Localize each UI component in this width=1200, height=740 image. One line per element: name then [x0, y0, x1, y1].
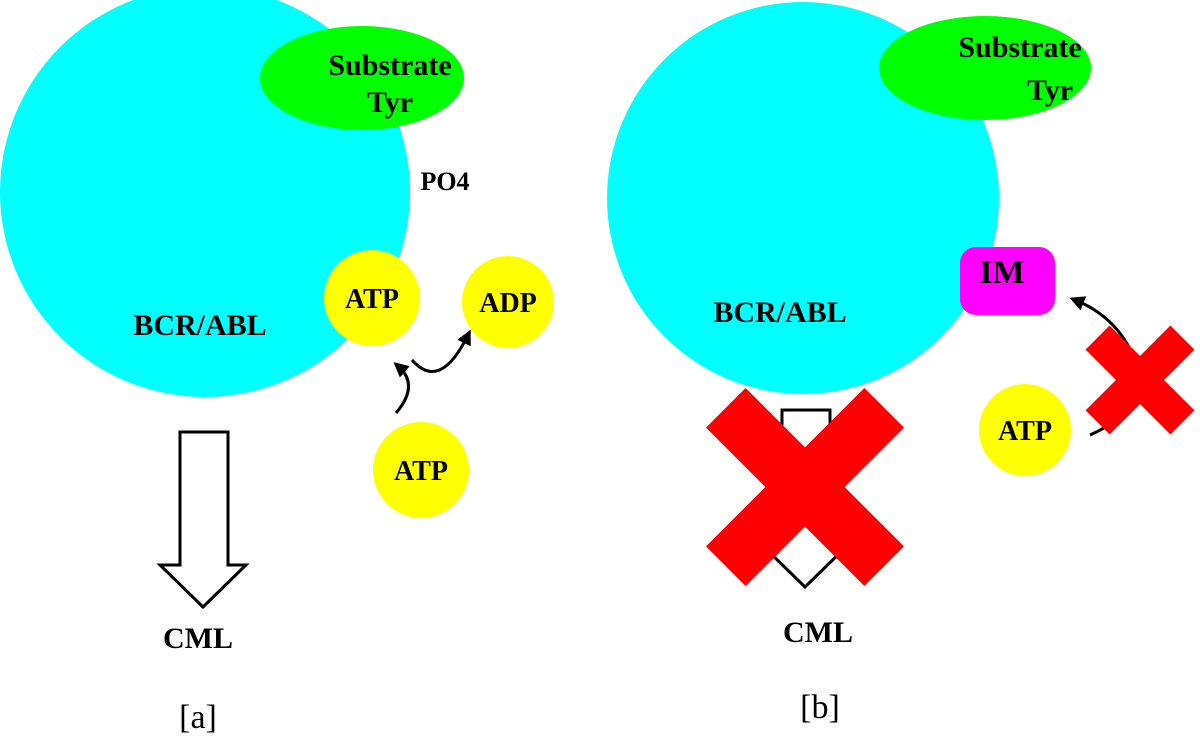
block-cross-icon-large [706, 388, 904, 586]
atp-free-a [373, 422, 469, 518]
substrate-b [879, 16, 1091, 120]
bcr-abl-enzyme-b [607, 2, 999, 394]
imatinib-block [960, 247, 1055, 315]
po4-label: PO4 [420, 167, 469, 196]
panel-a: Substrate Tyr PO4 BCR/ABL ATP ADP ATP CM… [0, 0, 554, 736]
panel-label-b: [b] [800, 689, 840, 726]
bcr-abl-label-b: BCR/ABL [713, 296, 846, 329]
substrate-a [260, 26, 464, 130]
panel-label-a: [a] [179, 699, 217, 736]
atp-bound-a [324, 250, 420, 346]
atp-free-label-b: ATP [998, 416, 1052, 447]
down-arrow-icon-a [156, 430, 250, 610]
cml-label-a: CML [163, 622, 233, 655]
substrate-label-a-line2: Tyr [367, 86, 413, 119]
panel-b: Substrate Tyr BCR/ABL IM ATP CML [b] [607, 2, 1195, 726]
atp-free-b [979, 384, 1071, 476]
adp-out-arrow-icon [410, 329, 471, 373]
block-cross-icon-small [1085, 325, 1195, 435]
substrate-label-b-line1: Substrate [958, 31, 1081, 64]
substrate-label-a-line1: Substrate [328, 49, 451, 82]
atp-in-arrow-icon [393, 362, 410, 414]
atp-bound-label: ATP [345, 284, 399, 315]
adp-a [462, 256, 554, 348]
substrate-label-b-line2: Tyr [1027, 74, 1073, 107]
im-label: IM [979, 254, 1024, 291]
cml-label-b: CML [783, 616, 853, 649]
bcr-abl-label-a: BCR/ABL [133, 309, 266, 342]
adp-label: ADP [479, 288, 537, 319]
atp-free-label-a: ATP [394, 456, 448, 487]
